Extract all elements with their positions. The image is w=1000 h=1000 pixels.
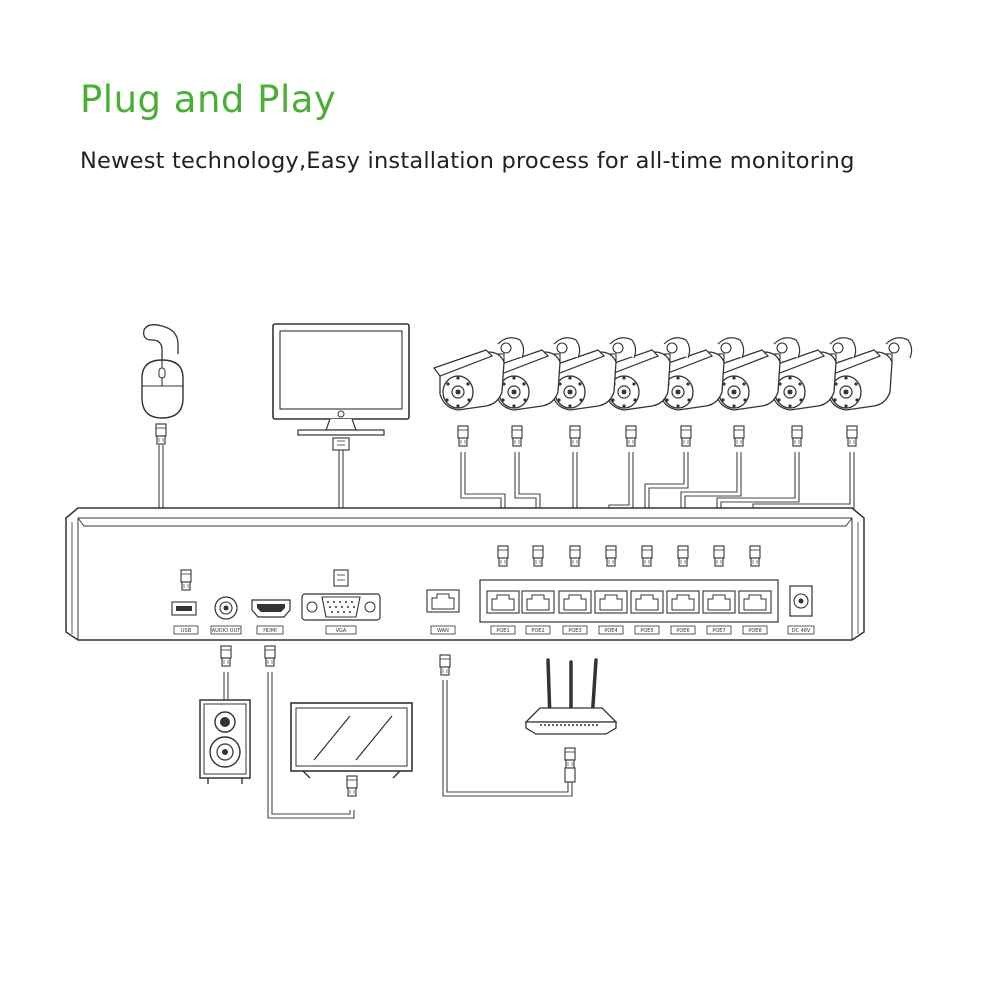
- speaker-icon: [199, 699, 251, 784]
- poe-label-1: POE1: [496, 628, 509, 634]
- wan-label: WAN: [437, 628, 449, 634]
- cameras: [433, 337, 913, 447]
- usb-label: USB: [181, 628, 192, 634]
- tv-icon: [290, 702, 413, 797]
- poe-label-5: POE5: [640, 628, 653, 634]
- router-icon: [524, 658, 618, 783]
- mouse-icon: [141, 324, 184, 445]
- page-title: Plug and Play: [80, 78, 337, 121]
- audio-out-port: AUDIO OUT: [210, 596, 242, 667]
- poe-port-4: POE4: [594, 545, 628, 635]
- usb-port: USB: [171, 569, 199, 635]
- dc-power-port: DC 48V: [787, 585, 815, 635]
- dc-label: DC 48V: [792, 628, 811, 634]
- hdmi-label: HDMI: [263, 628, 276, 634]
- poe-port-1: POE1: [486, 545, 520, 635]
- poe-port-3: POE3: [558, 545, 592, 635]
- poe-port-8: POE8: [738, 545, 772, 635]
- poe-port-6: POE6: [666, 545, 700, 635]
- poe-label-7: POE7: [712, 628, 725, 634]
- poe-label-8: POE8: [748, 628, 761, 634]
- vga-port: VGA: [301, 569, 381, 635]
- poe-label-6: POE6: [676, 628, 689, 634]
- poe-label-4: POE4: [604, 628, 617, 634]
- monitor-icon: [272, 323, 410, 451]
- poe-label-3: POE3: [568, 628, 581, 634]
- poe-port-7: POE7: [702, 545, 736, 635]
- audio-out-label: AUDIO OUT: [212, 628, 242, 634]
- wan-port: WAN: [426, 589, 460, 676]
- poe-port-panel: POE1 POE2 POE3 POE4 POE5 POE6 POE7 POE8: [479, 545, 779, 635]
- poe-port-5: POE5: [630, 545, 664, 635]
- vga-label: VGA: [336, 628, 347, 634]
- poe-port-2: POE2: [521, 545, 555, 635]
- hdmi-port: HDMI: [251, 599, 291, 667]
- poe-label-2: POE2: [531, 628, 544, 634]
- page-subtitle: Newest technology,Easy installation proc…: [80, 148, 855, 174]
